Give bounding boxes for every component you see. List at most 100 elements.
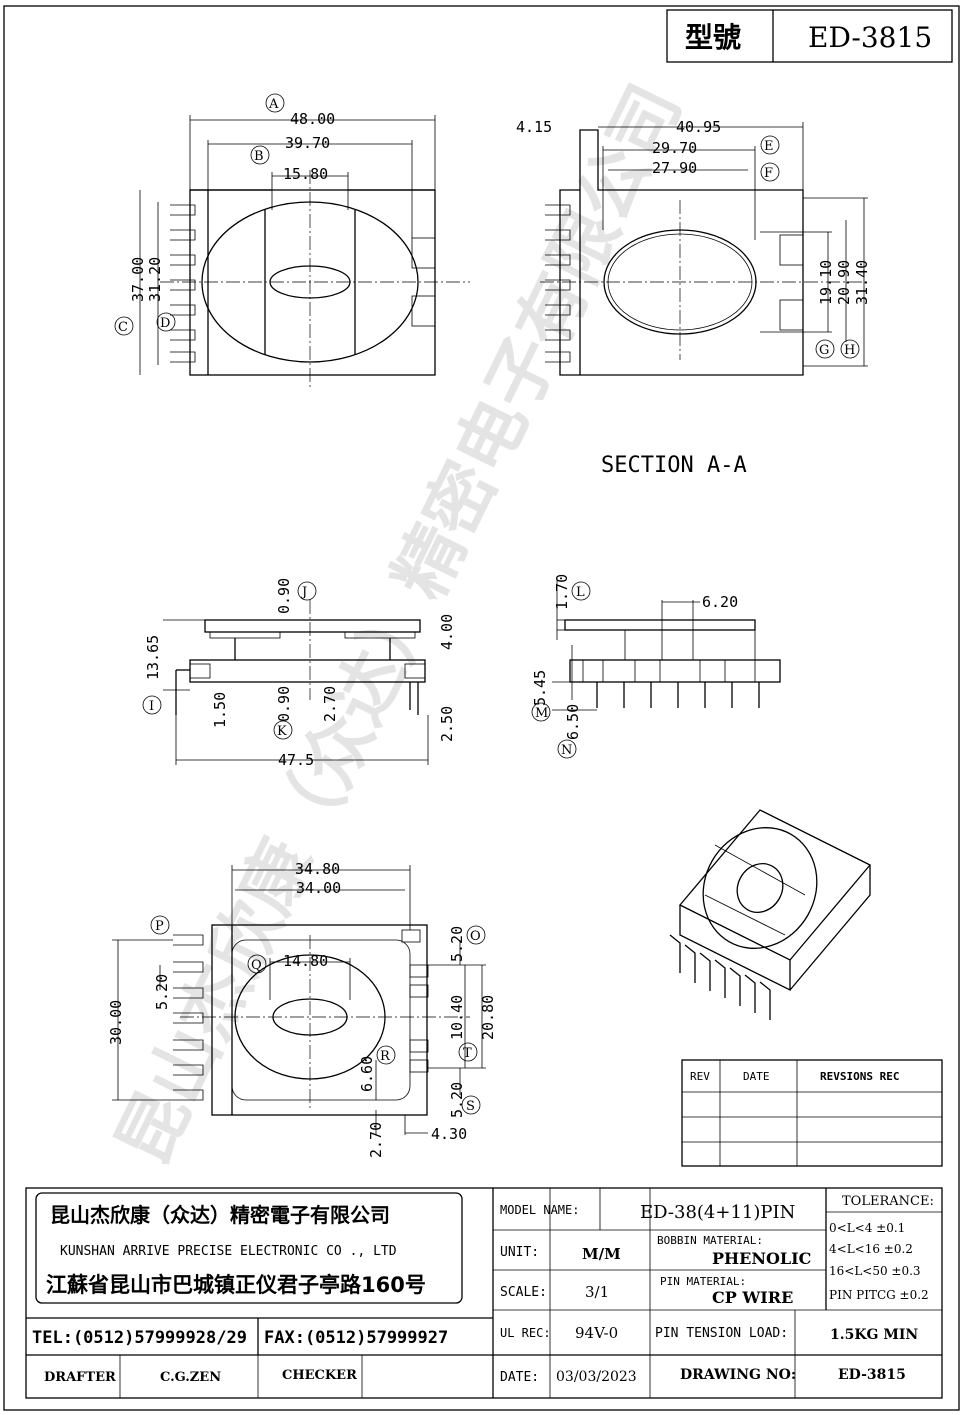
svg-text:I: I xyxy=(149,699,154,714)
section-label: SECTION A-A xyxy=(601,453,747,478)
bottom-view xyxy=(112,865,486,1135)
model-label: 型號 xyxy=(685,21,741,54)
callouts-top-right: E F G H xyxy=(760,135,860,359)
pin-material-label: PIN MATERIAL: xyxy=(660,1275,746,1288)
middle-right-view xyxy=(552,578,781,711)
date-value: 03/03/2023 xyxy=(556,1369,637,1385)
dim-h-2: 31.40 xyxy=(853,260,871,305)
model-value: ED-3815 xyxy=(808,21,932,54)
dim-o: 5.20 xyxy=(448,926,466,962)
dim-q: 14.80 xyxy=(283,952,328,970)
date-label: DATE: xyxy=(500,1370,539,1385)
drafter-label: DRAFTER xyxy=(44,1370,116,1385)
top-right-view xyxy=(540,122,870,376)
dim-4-15: 4.15 xyxy=(516,118,552,136)
ul-rec-value: 94V-0 xyxy=(575,1324,618,1342)
svg-text:H: H xyxy=(844,343,855,358)
middle-left-view xyxy=(163,600,429,765)
dim-6-20: 6.20 xyxy=(702,593,738,611)
callouts-bottom: P O Q R T S xyxy=(150,915,486,1115)
pin-tension: 1.5KG MIN xyxy=(830,1327,918,1343)
scale-label: SCALE: xyxy=(500,1285,547,1300)
title-block xyxy=(25,1187,943,1399)
tolerance-block: TOLERANCE: 0<L<4 ±0.1 4<L<16 ±0.2 16<L<5… xyxy=(826,1194,942,1302)
dim-20-80: 20.80 xyxy=(479,995,497,1040)
dim-2-70: 2.70 xyxy=(321,686,339,722)
svg-text:Q: Q xyxy=(251,958,262,973)
pin-material: CP WIRE xyxy=(712,1288,793,1307)
svg-text:D: D xyxy=(160,316,170,331)
svg-text:PIN PITCG ±0.2: PIN PITCG ±0.2 xyxy=(829,1288,929,1302)
company-name-cn: 昆山杰欣康（众达）精密電子有限公司 xyxy=(50,1203,390,1227)
dim-13-65: 13.65 xyxy=(144,635,162,680)
svg-text:P: P xyxy=(155,919,164,934)
svg-text:DATE: DATE xyxy=(743,1070,770,1083)
dim-30-00: 30.00 xyxy=(107,1000,125,1045)
model-name-label: MODEL NAME: xyxy=(500,1203,579,1217)
revision-table: REV DATE REVSIONS REC xyxy=(681,1059,943,1167)
svg-text:TOLERANCE:: TOLERANCE: xyxy=(842,1194,934,1209)
dim-2-70-bottom: 2.70 xyxy=(367,1122,385,1158)
company-fax: FAX:(0512)57999927 xyxy=(264,1328,448,1348)
dim-s: 5.20 xyxy=(448,1082,466,1118)
svg-text:E: E xyxy=(764,139,774,154)
dim-34-80: 34.80 xyxy=(295,860,340,878)
svg-text:R: R xyxy=(380,1049,391,1064)
svg-text:REVSIONS REC: REVSIONS REC xyxy=(820,1070,899,1083)
drawing-no: ED-3815 xyxy=(838,1367,906,1383)
callouts-middle-right: L M N xyxy=(531,581,591,759)
company-name-en: KUNSHAN ARRIVE PRECISE ELECTRONIC CO ., … xyxy=(60,1244,397,1259)
dim-b: 39.70 xyxy=(285,134,330,152)
dim-f: 27.90 xyxy=(652,159,697,177)
svg-text:M: M xyxy=(535,706,548,721)
scale-value: 3/1 xyxy=(585,1283,609,1301)
svg-text:S: S xyxy=(466,1099,475,1114)
model-box: 型號 ED-3815 xyxy=(666,9,953,63)
dim-47-5: 47.5 xyxy=(278,751,314,769)
ul-rec-label: UL REC: xyxy=(500,1326,551,1340)
unit-label: UNIT: xyxy=(500,1245,539,1260)
company-tel: TEL:(0512)57999928/29 xyxy=(32,1328,247,1348)
company-address: 江蘇省昆山市巴城镇正仪君子亭路160号 xyxy=(46,1273,426,1297)
bobbin-material: PHENOLIC xyxy=(712,1249,811,1268)
drafter-name: C.G.ZEN xyxy=(160,1370,221,1385)
svg-text:4<L<16 ±0.2: 4<L<16 ±0.2 xyxy=(829,1242,913,1256)
isometric-view xyxy=(669,809,872,1020)
dim-e: 29.70 xyxy=(652,139,697,157)
dim-4-00: 4.00 xyxy=(438,614,456,650)
dim-d: 31.20 xyxy=(146,257,164,302)
dim-m: 5.45 xyxy=(531,670,549,706)
dim-r: 6.60 xyxy=(358,1056,376,1092)
callouts-middle-left: J I K xyxy=(142,581,317,740)
svg-text:REV: REV xyxy=(690,1070,710,1083)
svg-text:B: B xyxy=(254,149,264,164)
dim-j: 0.90 xyxy=(275,578,293,614)
svg-text:C: C xyxy=(118,320,128,335)
dim-t: 10.40 xyxy=(448,995,466,1040)
svg-text:J: J xyxy=(300,585,307,600)
model-name: ED-38(4+11)PIN xyxy=(640,1202,795,1223)
unit-value: M/M xyxy=(582,1245,621,1263)
svg-text:N: N xyxy=(561,743,572,758)
dim-40-95: 40.95 xyxy=(676,118,721,136)
dim-a: 48.00 xyxy=(290,110,335,128)
svg-text:K: K xyxy=(277,724,287,739)
svg-text:F: F xyxy=(764,166,773,181)
dim-g: 19.10 xyxy=(817,260,835,305)
dim-k: 0.90 xyxy=(275,686,293,722)
dim-5-20-left: 5.20 xyxy=(153,974,171,1010)
svg-text:0<L<4 ±0.1: 0<L<4 ±0.1 xyxy=(829,1221,905,1235)
pin-tension-label: PIN TENSION LOAD: xyxy=(655,1326,788,1341)
dim-15-80: 15.80 xyxy=(283,165,328,183)
page-border xyxy=(3,5,960,1411)
top-left-view xyxy=(139,115,470,390)
svg-text:T: T xyxy=(463,1046,472,1061)
dim-h-1: 20.90 xyxy=(835,260,853,305)
dim-2-50: 2.50 xyxy=(438,706,456,742)
dim-4-30: 4.30 xyxy=(431,1125,467,1143)
checker-label: CHECKER xyxy=(282,1368,357,1383)
dim-1-50: 1.50 xyxy=(211,692,229,728)
svg-text:O: O xyxy=(470,929,481,944)
